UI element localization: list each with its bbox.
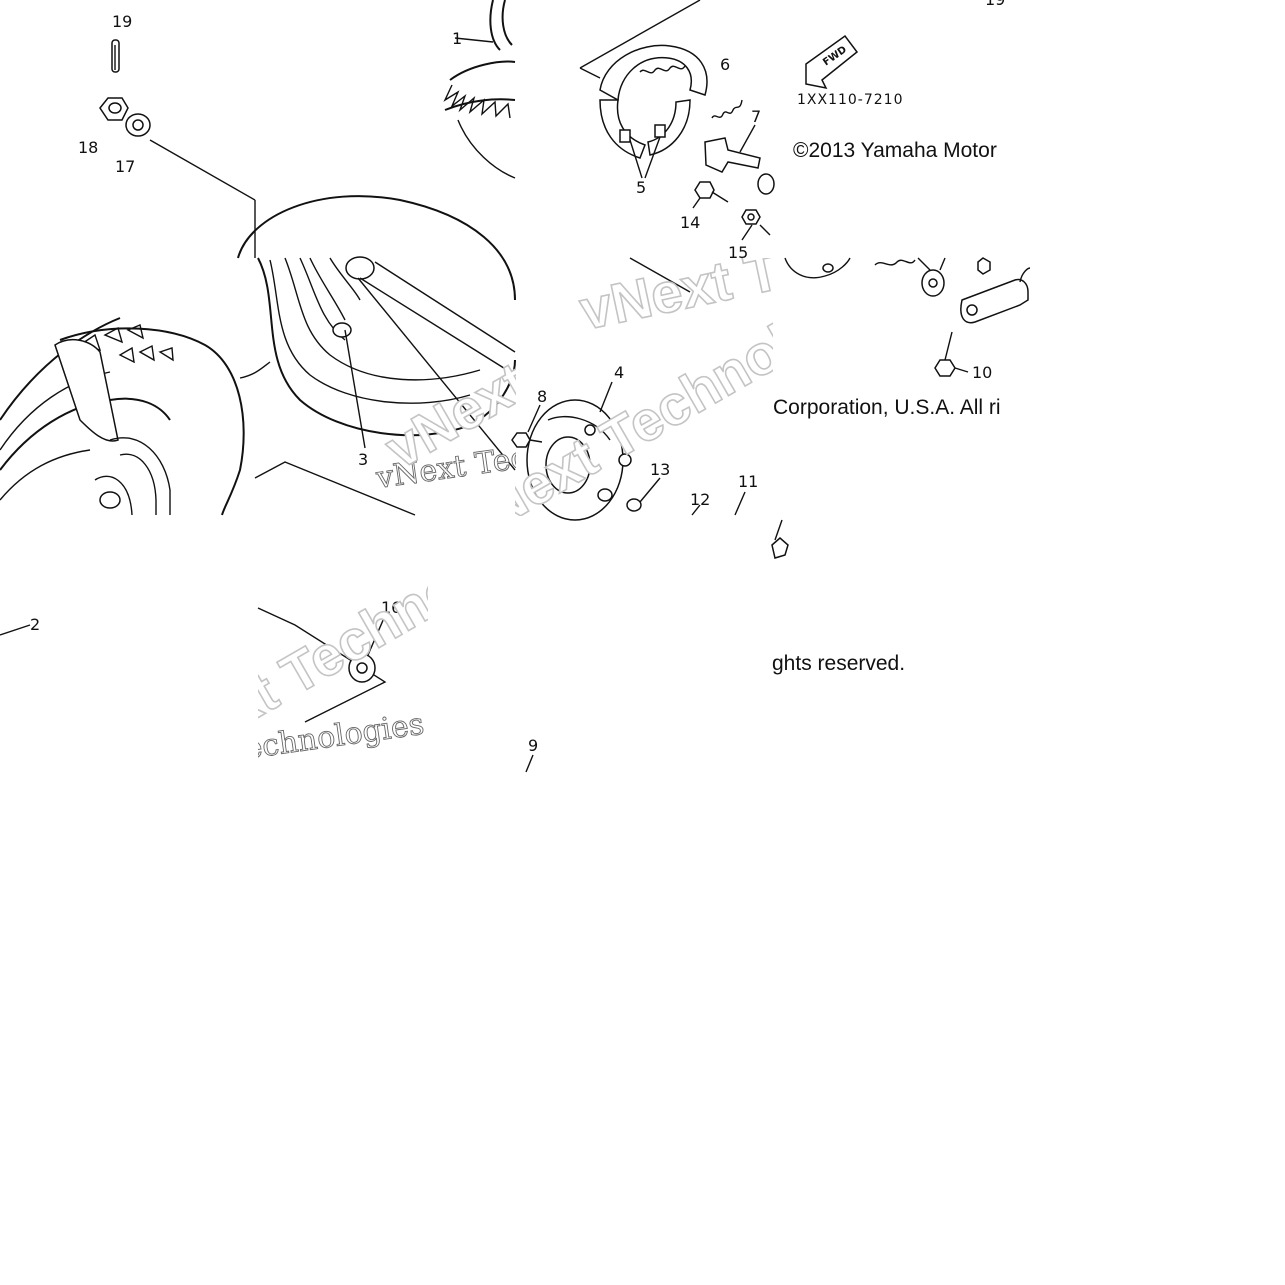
callout-partial-top: 19 bbox=[985, 0, 1005, 9]
callout-14: 14 bbox=[680, 213, 700, 232]
copyright-line-2: Corporation, U.S.A. All ri bbox=[773, 396, 1001, 419]
watermark-fragment-center: vNext Technologies vNext Technologies bbox=[515, 171, 1101, 516]
callout-7: 7 bbox=[751, 107, 761, 126]
brake-shoe-drawing: 6 7 5 14 15 bbox=[579, 0, 775, 293]
callout-5: 5 bbox=[636, 178, 646, 197]
callout-2: 2 bbox=[30, 615, 40, 634]
wheel-assembly-drawing: 19 18 17 1 3 bbox=[0, 0, 516, 636]
copyright-line-1: ©2013 Yamaha Motor bbox=[793, 139, 997, 162]
callout-12: 12 bbox=[690, 490, 710, 509]
callout-16: 16 bbox=[381, 598, 401, 617]
callout-9: 9 bbox=[528, 736, 538, 755]
callout-4: 4 bbox=[614, 363, 624, 382]
svg-text:vNext Technologies: vNext Technologies bbox=[574, 171, 1101, 342]
callout-3: 3 bbox=[358, 450, 368, 469]
callout-13: 13 bbox=[650, 460, 670, 479]
washer-drawing: 16 2 9 bbox=[30, 598, 538, 773]
callout-1: 1 bbox=[452, 29, 462, 48]
forward-arrow-icon: FWD bbox=[805, 34, 859, 90]
callout-6: 6 bbox=[720, 55, 730, 74]
part-code: 1XX110-7210 bbox=[797, 92, 904, 108]
brake-plate-drawing: 8 4 13 12 11 bbox=[511, 363, 758, 521]
callout-18: 18 bbox=[78, 138, 98, 157]
copyright-line-3: ghts reserved. bbox=[772, 652, 905, 675]
callout-19: 19 bbox=[112, 12, 132, 31]
callout-17: 17 bbox=[115, 157, 135, 176]
brake-arm-drawing: FWD 1XX110-7210 10 19 bbox=[771, 0, 1031, 559]
callout-8: 8 bbox=[537, 387, 547, 406]
callout-11: 11 bbox=[738, 472, 758, 491]
callout-10: 10 bbox=[972, 363, 992, 382]
callout-15: 15 bbox=[728, 243, 748, 262]
